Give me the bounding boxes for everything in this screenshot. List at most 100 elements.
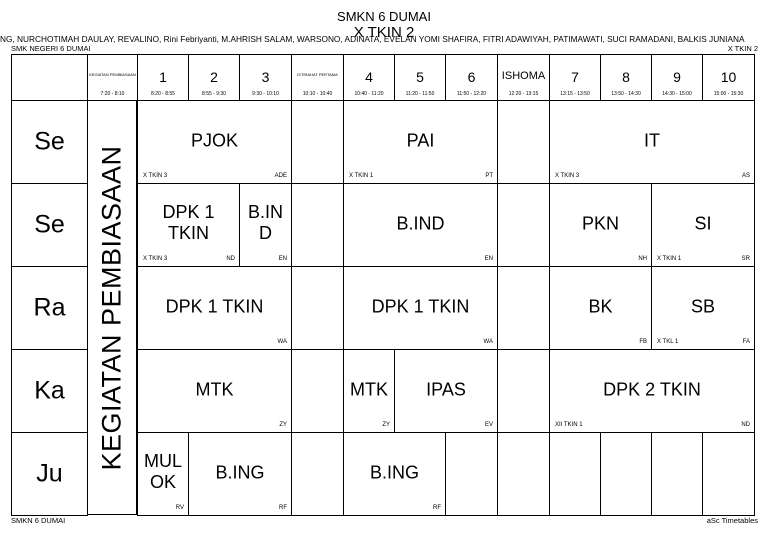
lesson-room: X TKIN 3 bbox=[143, 173, 168, 179]
lesson-teacher: EN bbox=[278, 256, 287, 262]
lesson-room: X TKL 1 bbox=[657, 339, 679, 345]
column-label: 1 bbox=[159, 69, 167, 85]
lesson-teacher: EV bbox=[484, 422, 493, 428]
lesson-cell[interactable]: PKN NH bbox=[549, 183, 652, 267]
teachers-line: NG, NURCHOTIMAH DAULAY, REVALINO, Rini F… bbox=[0, 34, 745, 44]
lesson-teacher: NH bbox=[638, 256, 647, 262]
lesson-subject: BK bbox=[588, 296, 613, 317]
empty-cell bbox=[702, 432, 755, 516]
lesson-cell[interactable]: SB X TKL 1 FA bbox=[651, 266, 755, 350]
day-label: Ka bbox=[34, 376, 65, 405]
column-label: 6 bbox=[467, 69, 476, 85]
column-header: 4 10:40 - 11:20 bbox=[343, 54, 395, 101]
column-time: 13:50 - 14:30 bbox=[611, 91, 641, 97]
lesson-subject: PJOK bbox=[190, 130, 238, 151]
column-header: 8 13:50 - 14:30 bbox=[600, 54, 652, 101]
break-cell bbox=[291, 349, 344, 433]
column-time: 10:40 - 11:20 bbox=[354, 91, 384, 97]
column-label: 8 bbox=[622, 69, 630, 85]
kegiatan-pembiasaan-label: KEGIATAN PEMBIASAAN bbox=[96, 144, 127, 471]
lesson-teacher: RF bbox=[433, 505, 441, 511]
break-cell bbox=[291, 266, 344, 350]
lesson-subject: DPK 2 TKIN bbox=[603, 379, 701, 400]
lesson-subject: PKN bbox=[581, 213, 619, 234]
lesson-teacher: SR bbox=[741, 256, 750, 262]
day-cell: Ra bbox=[11, 266, 88, 350]
column-label: KEGIATAN PEMBIASAAN bbox=[89, 72, 136, 77]
day-label: Se bbox=[34, 127, 65, 156]
column-label: 4 bbox=[365, 69, 373, 85]
column-time: 14:30 - 15:00 bbox=[662, 91, 692, 97]
empty-cell bbox=[600, 432, 652, 516]
lesson-teacher: RF bbox=[279, 505, 287, 511]
kegiatan-pembiasaan-cell: KEGIATAN PEMBIASAAN bbox=[87, 100, 137, 515]
lesson-subject: DPK 1 TKIN bbox=[162, 201, 215, 243]
column-label: ISTIRAHAT PERTAMA bbox=[297, 72, 338, 77]
lesson-teacher: FA bbox=[742, 339, 750, 345]
lesson-cell[interactable]: MUL OK RV bbox=[137, 432, 189, 516]
lesson-teacher: ADE bbox=[274, 173, 287, 179]
lesson-subject: PAI bbox=[406, 130, 435, 151]
class-title: X TKIN 2 bbox=[353, 24, 415, 41]
column-label: 10 bbox=[720, 69, 737, 85]
column-label: 7 bbox=[571, 69, 579, 85]
lesson-teacher: RV bbox=[175, 505, 184, 511]
empty-cell bbox=[445, 432, 498, 516]
lesson-teacher: FB bbox=[639, 339, 647, 345]
column-label: 2 bbox=[210, 69, 218, 85]
lesson-cell[interactable]: BK FB bbox=[549, 266, 652, 350]
day-cell: Se bbox=[11, 100, 88, 184]
column-header: 10 15:00 - 15:30 bbox=[702, 54, 755, 101]
lesson-cell[interactable]: B.ING RF bbox=[343, 432, 446, 516]
lesson-teacher: ND bbox=[226, 256, 235, 262]
day-cell: Ju bbox=[11, 432, 88, 516]
column-time: 13:15 - 13:50 bbox=[560, 91, 590, 97]
lesson-teacher: WA bbox=[483, 339, 493, 345]
lesson-room: X TKIN 1 bbox=[349, 173, 374, 179]
lesson-subject: IPAS bbox=[426, 379, 466, 400]
column-label: 5 bbox=[416, 69, 424, 85]
lesson-teacher: ND bbox=[741, 422, 750, 428]
lesson-teacher: ZY bbox=[279, 422, 287, 428]
break-cell bbox=[497, 100, 550, 184]
lesson-subject: SB bbox=[690, 296, 715, 317]
column-header: 1 8:20 - 8:55 bbox=[137, 54, 189, 101]
lesson-subject: B.ING bbox=[369, 462, 419, 483]
lesson-cell[interactable]: IPAS EV bbox=[394, 349, 498, 433]
break-cell bbox=[291, 183, 344, 267]
empty-cell bbox=[651, 432, 703, 516]
lesson-subject: MUL OK bbox=[143, 450, 182, 492]
lesson-teacher: EN bbox=[484, 256, 493, 262]
school-title: SMKN 6 DUMAI bbox=[337, 9, 431, 24]
lesson-subject: IT bbox=[644, 130, 660, 151]
column-time: 11:50 - 12:20 bbox=[456, 91, 487, 97]
column-time: 8:20 - 8:55 bbox=[151, 91, 175, 97]
school-name-left: SMK NEGERI 6 DUMAI bbox=[11, 44, 91, 53]
lesson-cell[interactable]: PJOK X TKIN 3 ADE bbox=[137, 100, 292, 184]
column-time: 7:20 - 8:10 bbox=[100, 91, 125, 97]
lesson-cell[interactable]: B.ING RF bbox=[188, 432, 292, 516]
lesson-cell[interactable]: B.IND EN bbox=[343, 183, 498, 267]
lesson-subject: B.IND bbox=[396, 213, 445, 234]
day-label: Se bbox=[34, 210, 65, 239]
lesson-subject: DPK 1 TKIN bbox=[165, 296, 264, 317]
footer-school: SMKN 6 DUMAI bbox=[11, 516, 66, 525]
column-time: 12:20 - 13:15 bbox=[508, 91, 539, 97]
day-cell: Ka bbox=[11, 349, 88, 433]
column-time: 15:00 - 15:30 bbox=[713, 91, 744, 97]
class-name-right: X TKIN 2 bbox=[727, 44, 758, 53]
lesson-subject: B.ING bbox=[215, 462, 265, 483]
